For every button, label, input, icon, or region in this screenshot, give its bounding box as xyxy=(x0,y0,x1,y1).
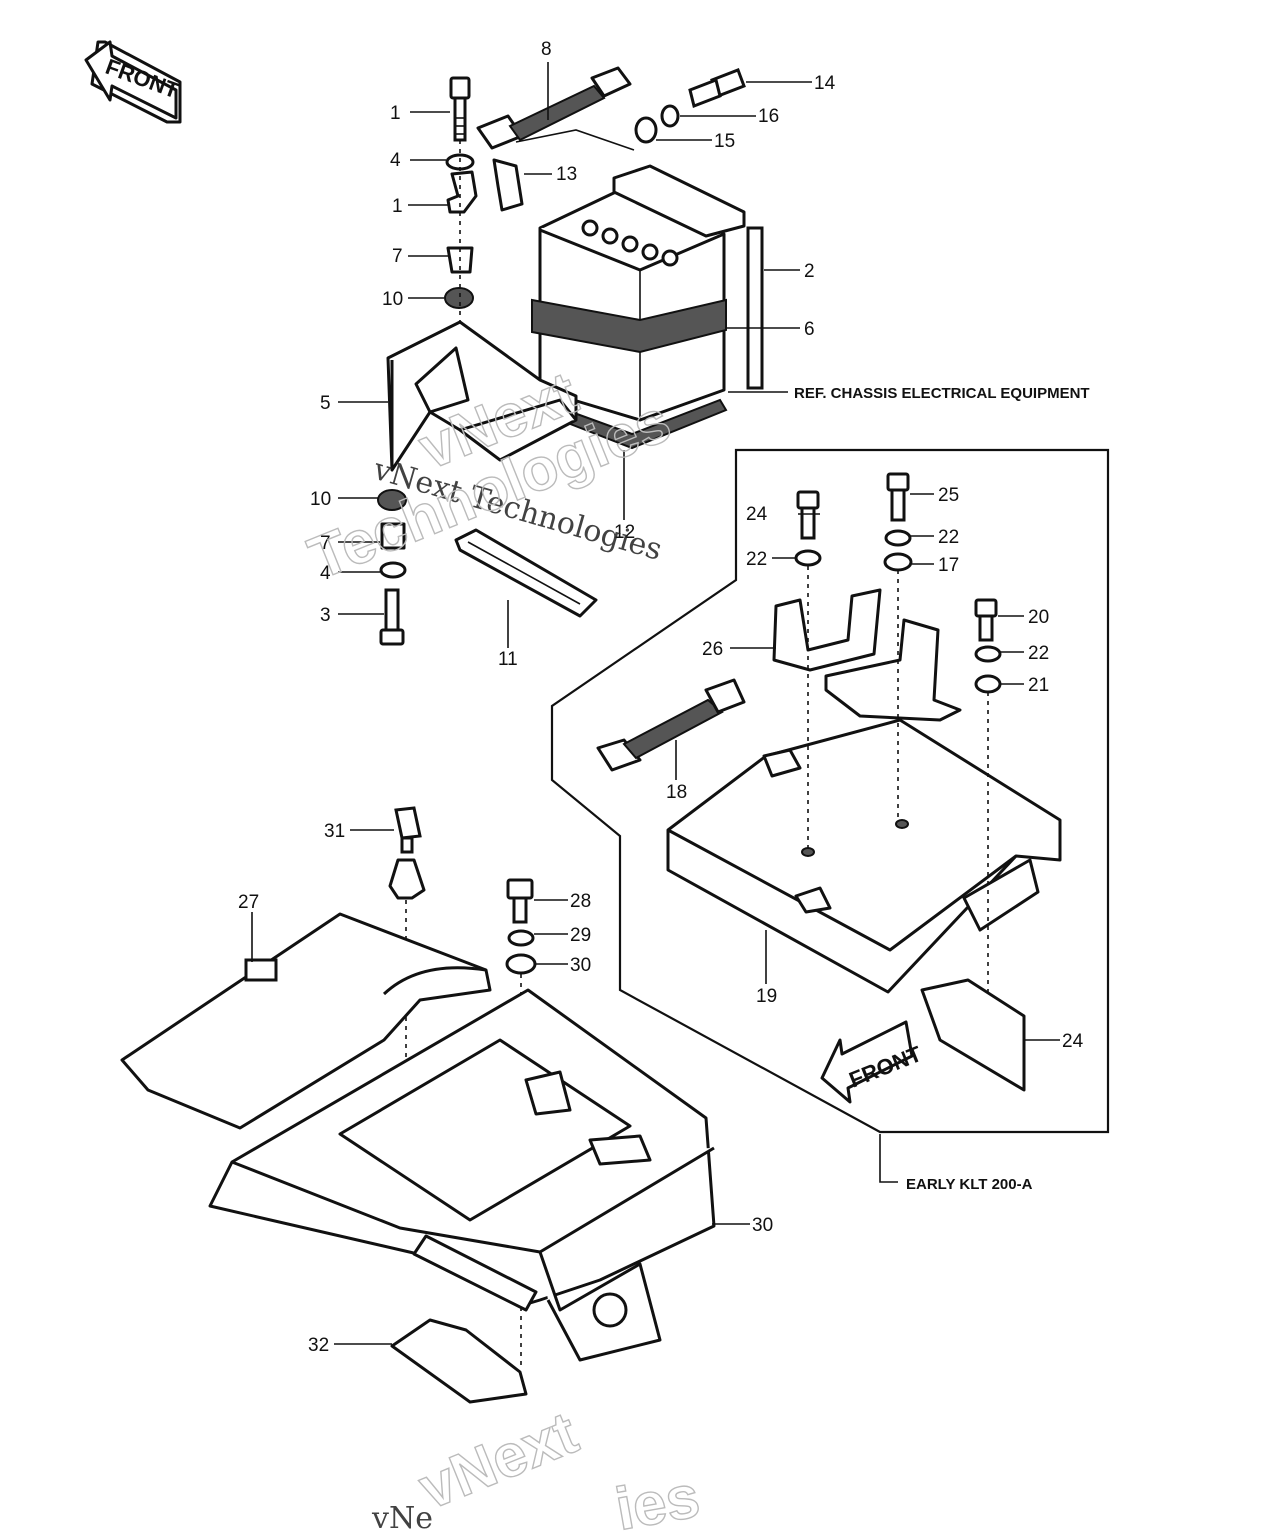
callout-4-bottom: 4 xyxy=(320,563,331,584)
knob-31 xyxy=(394,806,422,854)
callout-10-top: 10 xyxy=(382,289,403,310)
callout-1: 1 xyxy=(392,196,403,217)
rubber-tray-11 xyxy=(454,528,598,618)
early-model-note: EARLY KLT 200-A xyxy=(906,1176,1033,1193)
lockwasher-16 xyxy=(660,104,680,128)
callout-30: 30 xyxy=(570,955,591,976)
callout-8: 8 xyxy=(541,39,552,60)
bracket-25 xyxy=(772,588,962,722)
callout-23: 24 xyxy=(1062,1031,1084,1052)
watermark-bottom-text: vNe xyxy=(371,1501,433,1536)
collar-7-bottom xyxy=(380,522,406,550)
washer-17 xyxy=(883,552,913,572)
bracket-23 xyxy=(920,978,1026,1092)
callout-20: 20 xyxy=(1028,607,1049,628)
callout-3-bottom: 3 xyxy=(320,605,331,626)
watermark-bottom-ies: ies xyxy=(611,1462,705,1536)
early-model-boundary xyxy=(550,448,1110,1134)
callout-3-top: 1 xyxy=(390,103,401,124)
callout-22-lower: 22 xyxy=(1028,643,1049,664)
bolt-3-bottom xyxy=(379,588,405,646)
callout-29: 30 xyxy=(752,1215,773,1236)
watermark-vnext-bottom: vNext xyxy=(410,1399,587,1522)
callout-24-left: 24 xyxy=(746,504,768,525)
callout-28: 29 xyxy=(570,925,591,946)
bracket-32 xyxy=(390,1318,528,1404)
callout-22-left: 22 xyxy=(746,549,767,570)
ref-chassis-note: REF. CHASSIS ELECTRICAL EQUIPMENT xyxy=(794,385,1090,402)
callout-14: 14 xyxy=(814,73,836,94)
callout-15: 15 xyxy=(714,131,735,152)
callout-7-bottom: 7 xyxy=(320,533,331,554)
bolt-20 xyxy=(974,598,998,642)
bolt-24-right xyxy=(886,472,910,522)
washer-21 xyxy=(974,674,1002,694)
lockwasher-22-left xyxy=(794,549,822,567)
callout-13: 13 xyxy=(556,164,577,185)
front-arrow-inner-icon: FRONT xyxy=(820,1020,926,1104)
callout-27: 28 xyxy=(570,891,591,912)
bracket-1 xyxy=(446,170,478,214)
callout-12: 12 xyxy=(614,522,635,543)
callout-10-bottom: 10 xyxy=(310,489,331,510)
callout-24-right: 25 xyxy=(938,485,959,506)
cover-26 xyxy=(120,912,492,1130)
bolt-14 xyxy=(688,68,746,109)
callout-5: 5 xyxy=(320,393,331,414)
front-arrow-icon: FRONT xyxy=(84,40,183,124)
washer-4-bottom xyxy=(379,561,407,579)
callout-25: 26 xyxy=(702,639,723,660)
callout-21: 21 xyxy=(1028,675,1049,696)
callout-17: 17 xyxy=(938,555,959,576)
battery-strap-18 xyxy=(596,678,746,772)
callout-numbers: 1 4 1 7 10 5 10 7 4 3 8 13 14 16 15 2 6 … xyxy=(238,39,1090,1356)
callout-18: 18 xyxy=(666,782,687,803)
battery-case-5 xyxy=(386,320,578,472)
callout-31: 31 xyxy=(324,821,345,842)
lockwasher-22-right xyxy=(884,529,912,547)
callout-4-top: 4 xyxy=(390,150,401,171)
bolt-3-top xyxy=(449,76,471,142)
grommet-10-top xyxy=(444,287,474,309)
grommet-10-bottom xyxy=(377,489,407,511)
leader-lines xyxy=(251,62,1060,1345)
battery-strap-8 xyxy=(476,66,632,150)
washer-15 xyxy=(634,116,658,144)
bolt-27 xyxy=(506,878,534,924)
callout-6: 6 xyxy=(804,319,815,340)
grommet-31 xyxy=(388,858,426,900)
callout-2: 2 xyxy=(804,261,815,282)
battery-holder-2 xyxy=(612,164,764,390)
callout-32: 32 xyxy=(308,1335,329,1356)
battery-tray-19 xyxy=(666,718,1062,994)
callout-22-right: 22 xyxy=(938,527,959,548)
storage-box-29 xyxy=(208,988,716,1362)
lockwasher-28 xyxy=(507,929,535,947)
callout-19: 19 xyxy=(756,986,777,1007)
washer-30 xyxy=(505,953,537,975)
callout-11: 11 xyxy=(498,649,518,670)
callout-16: 16 xyxy=(758,106,779,127)
bolt-24-left xyxy=(796,490,820,540)
lockwasher-22-lower xyxy=(974,645,1002,663)
callout-7-top: 7 xyxy=(392,246,403,267)
clip-13 xyxy=(492,158,524,212)
callout-26: 27 xyxy=(238,892,259,913)
